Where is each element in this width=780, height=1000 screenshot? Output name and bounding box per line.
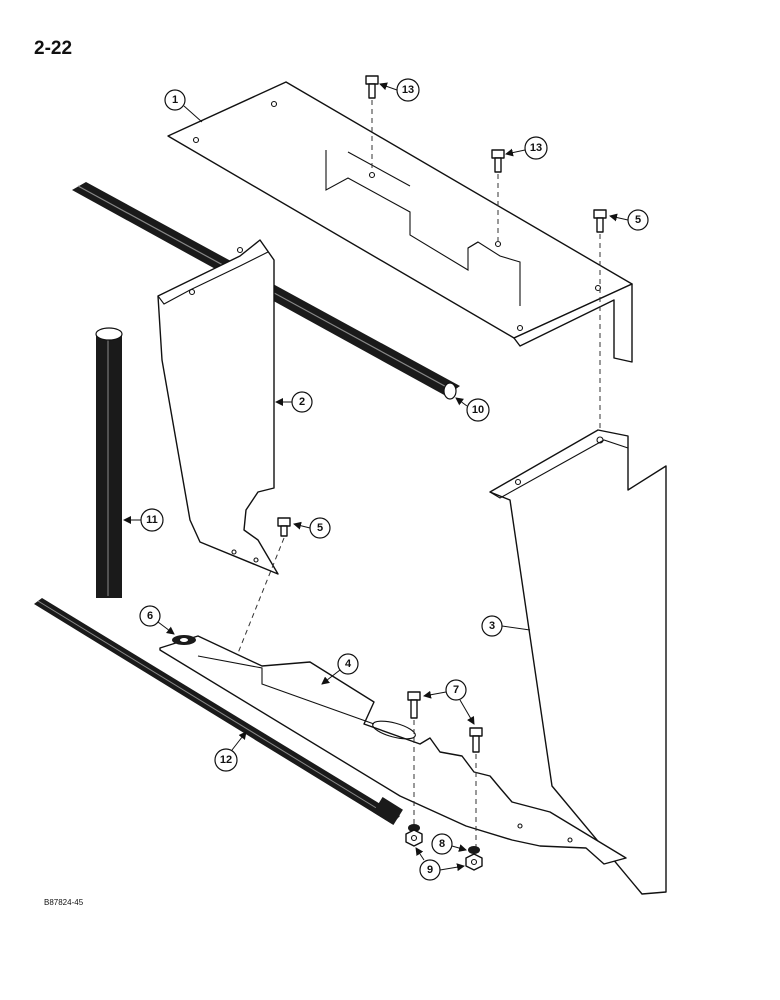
bolt-13-right: [491, 149, 505, 242]
svg-text:4: 4: [345, 658, 352, 670]
svg-text:3: 3: [489, 620, 495, 632]
callout-9: 9: [415, 847, 465, 881]
callout-5-lower: 5: [293, 517, 331, 539]
bolt-13-left: [365, 75, 379, 172]
callout-5-top: 5: [609, 209, 649, 231]
washers-8: [408, 824, 480, 854]
callout-8: 8: [431, 833, 467, 855]
svg-text:6: 6: [147, 610, 153, 622]
bolt-5-lower: [231, 517, 291, 669]
svg-text:12: 12: [220, 754, 232, 766]
vertical-seal: [95, 327, 123, 598]
callout-4: 4: [321, 653, 359, 685]
callout-2: 2: [275, 391, 313, 413]
callout-13-right: 13: [505, 136, 548, 160]
callout-1: 1: [164, 89, 203, 123]
washer-6: [172, 635, 196, 645]
callout-7: 7: [423, 679, 475, 725]
svg-text:8: 8: [439, 838, 445, 850]
svg-text:2: 2: [299, 396, 305, 408]
right-side-panel: [489, 429, 667, 895]
bolt-5-top: [593, 209, 607, 436]
svg-text:9: 9: [427, 864, 433, 876]
callout-13-left: 13: [379, 78, 420, 102]
callout-11: 11: [123, 508, 164, 532]
bolts-7: [407, 691, 483, 848]
svg-text:7: 7: [453, 684, 459, 696]
bottom-plate: [159, 635, 627, 865]
callout-12: 12: [214, 731, 247, 772]
callout-10: 10: [455, 397, 490, 422]
svg-text:13: 13: [402, 84, 414, 96]
lower-rod: [34, 598, 403, 825]
callout-3: 3: [481, 615, 531, 637]
left-side-panel: [157, 239, 279, 575]
nuts-9: [405, 829, 483, 871]
svg-text:11: 11: [146, 514, 158, 526]
top-cover-plate: [167, 81, 633, 363]
svg-text:10: 10: [472, 404, 484, 416]
svg-text:1: 1: [172, 94, 178, 106]
figure-code: B87824-45: [44, 898, 84, 907]
svg-text:5: 5: [635, 214, 641, 226]
callout-6: 6: [139, 605, 175, 635]
svg-text:13: 13: [530, 142, 542, 154]
page-number: 2-22: [34, 38, 73, 59]
svg-text:5: 5: [317, 522, 323, 534]
